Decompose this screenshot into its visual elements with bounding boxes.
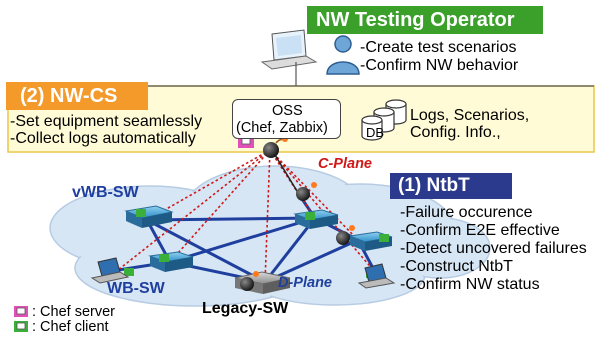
d-plane-label: D-Plane	[278, 275, 332, 291]
logs-line-2: Config. Info.,	[410, 124, 501, 141]
oss-box: OSS (Chef, Zabbix)	[232, 99, 341, 139]
ntbt-item-4: -Construct NtbT	[400, 258, 513, 275]
ntbt-item-1: -Failure occurence	[400, 204, 533, 221]
db-icon	[361, 99, 407, 141]
cplane-trunk	[271, 149, 301, 197]
ntbt-item-3: -Detect uncovered failures	[400, 240, 587, 257]
failure-bombs	[240, 136, 355, 291]
operator-person-icon	[326, 35, 360, 75]
operator-badge: NW Testing Operator	[307, 6, 543, 34]
oss-subtitle: (Chef, Zabbix)	[236, 120, 328, 136]
operator-item-1: -Create test scenarios	[360, 39, 517, 56]
nwcs-item-2: -Collect logs automatically	[10, 130, 196, 147]
legend-chef-server: : Chef server	[32, 304, 115, 320]
db-label: DB	[366, 125, 385, 140]
laptop-right	[357, 263, 396, 289]
operator-item-2: -Confirm NW behavior	[360, 57, 519, 74]
logs-line-1: Logs, Scenarios,	[410, 107, 530, 124]
c-plane-label: C-Plane	[318, 156, 372, 172]
ntbt-item-5: -Confirm NW status	[400, 276, 540, 293]
nwcs-badge: (2) NW-CS	[6, 82, 148, 110]
ntbt-badge: (1) NtbT	[390, 173, 512, 199]
legacy-sw-label: Legacy-SW	[202, 300, 289, 317]
wb-sw-label: WB-SW	[107, 280, 165, 297]
legend-chef-client: : Chef client	[32, 319, 109, 335]
ntbt-item-2: -Confirm E2E effective	[400, 222, 560, 239]
operator-laptop	[260, 29, 318, 70]
nwcs-item-1: -Set equipment seamlessly	[10, 113, 203, 130]
wb-switch	[148, 251, 194, 272]
laptop-left	[90, 257, 130, 284]
oss-title: OSS	[272, 103, 303, 119]
vwb-sw-label: vWB-SW	[72, 184, 139, 201]
